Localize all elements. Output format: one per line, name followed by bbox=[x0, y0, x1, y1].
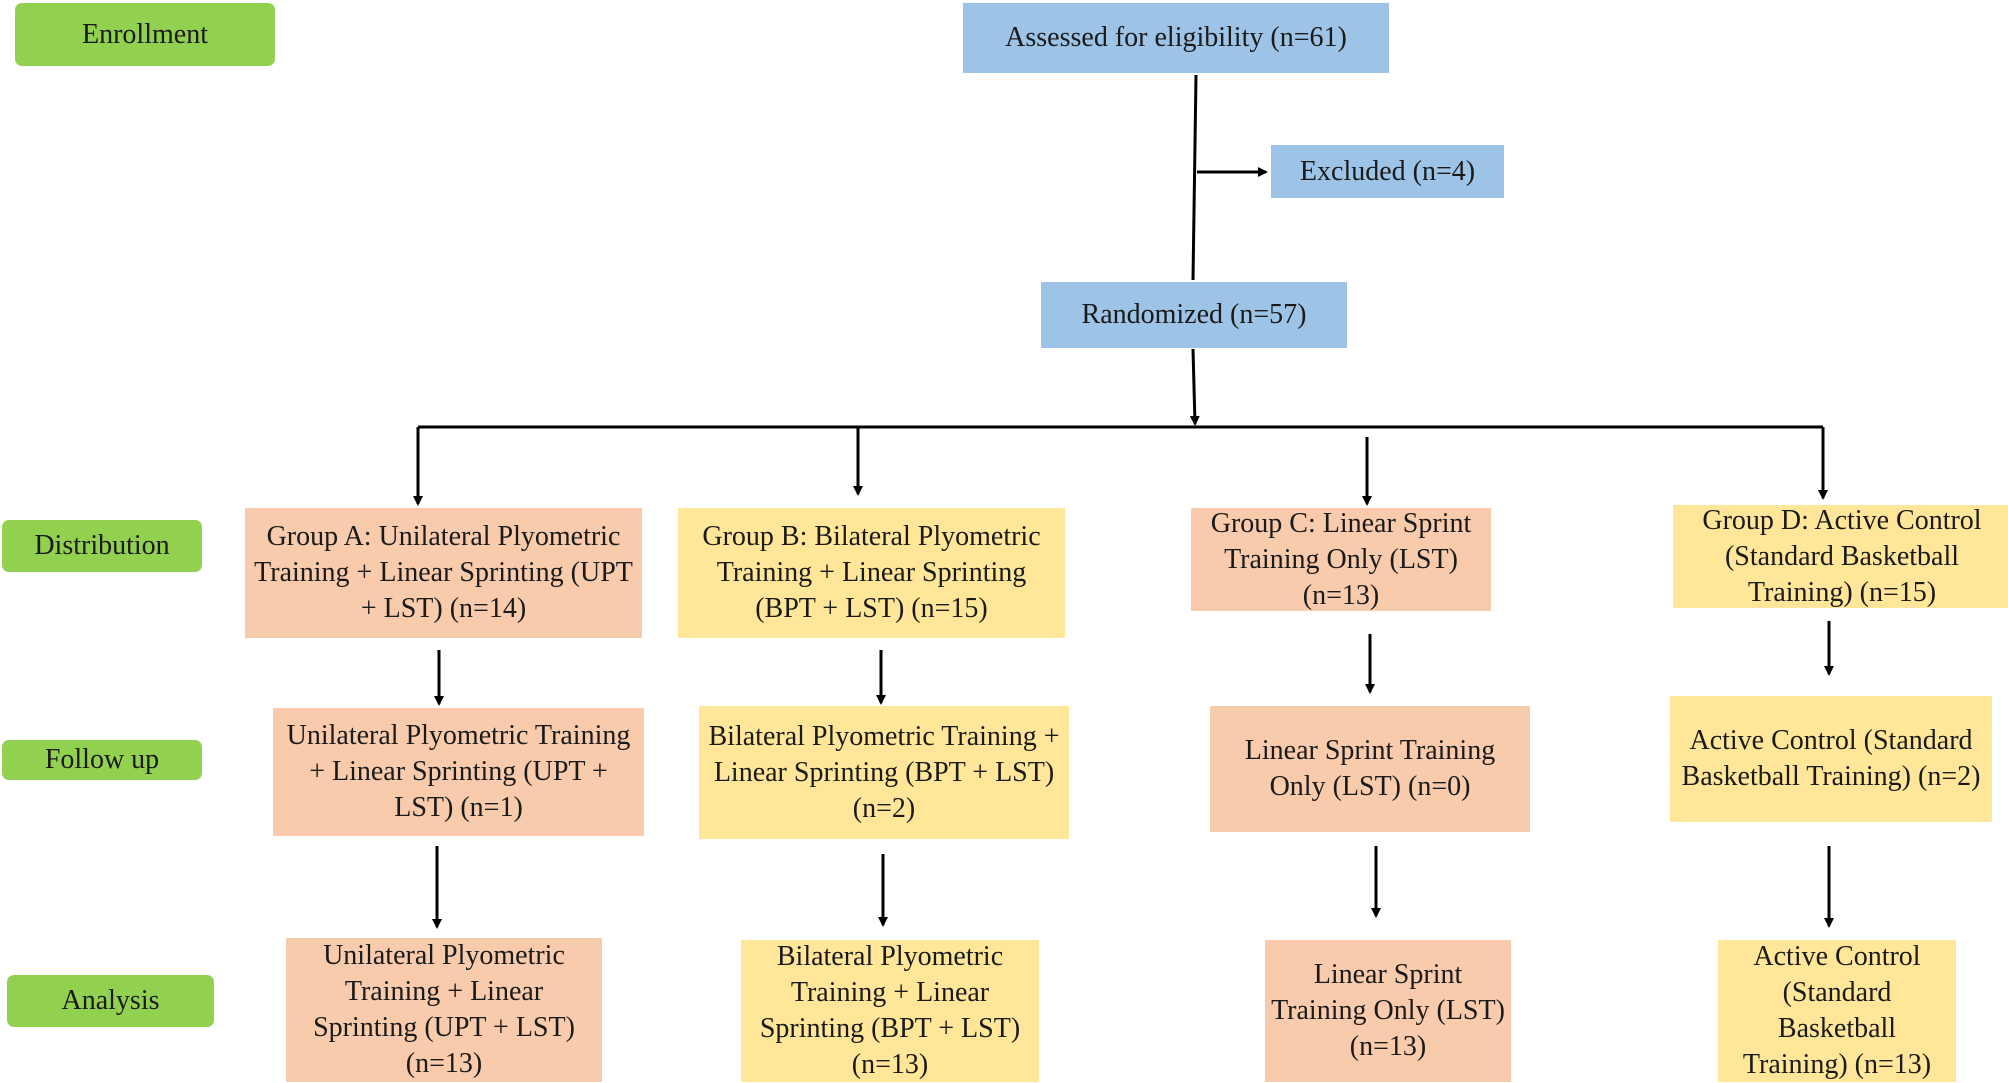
group-d-analysis-box: Active Control (Standard Basketball Trai… bbox=[1718, 940, 1956, 1082]
stage-label-analysis: Analysis bbox=[7, 975, 214, 1027]
group-a-follow-up-box: Unilateral Plyometric Training + Linear … bbox=[273, 708, 644, 836]
group-c-analysis-box: Linear Sprint Training Only (LST) (n=13) bbox=[1265, 940, 1511, 1082]
randomized-box: Randomized (n=57) bbox=[1041, 282, 1347, 348]
excluded-box: Excluded (n=4) bbox=[1271, 145, 1504, 198]
assessed-box: Assessed for eligibility (n=61) bbox=[963, 3, 1389, 73]
group-a-distribution-box: Group A: Unilateral Plyometric Training … bbox=[245, 508, 642, 638]
group-a-analysis-box: Unilateral Plyometric Training + Linear … bbox=[286, 938, 602, 1082]
connector-assessed-randomized bbox=[1191, 74, 1198, 281]
group-b-follow-up-box: Bilateral Plyometric Training + Linear S… bbox=[699, 706, 1069, 839]
group-d-follow-up-box: Active Control (Standard Basketball Trai… bbox=[1670, 696, 1992, 822]
group-c-distribution-box: Group C: Linear Sprint Training Only (LS… bbox=[1191, 508, 1491, 611]
arrow-randomized-down bbox=[1189, 348, 1200, 426]
stage-label-enrollment: Enrollment bbox=[15, 3, 275, 66]
group-b-analysis-box: Bilateral Plyometric Training + Linear S… bbox=[741, 940, 1039, 1082]
stage-label-distribution: Distribution bbox=[2, 520, 202, 572]
group-c-follow-up-box: Linear Sprint Training Only (LST) (n=0) bbox=[1210, 706, 1530, 832]
group-d-distribution-box: Group D: Active Control (Standard Basket… bbox=[1673, 505, 2008, 608]
stage-label-follow-up: Follow up bbox=[2, 740, 202, 780]
group-b-distribution-box: Group B: Bilateral Plyometric Training +… bbox=[678, 508, 1065, 638]
